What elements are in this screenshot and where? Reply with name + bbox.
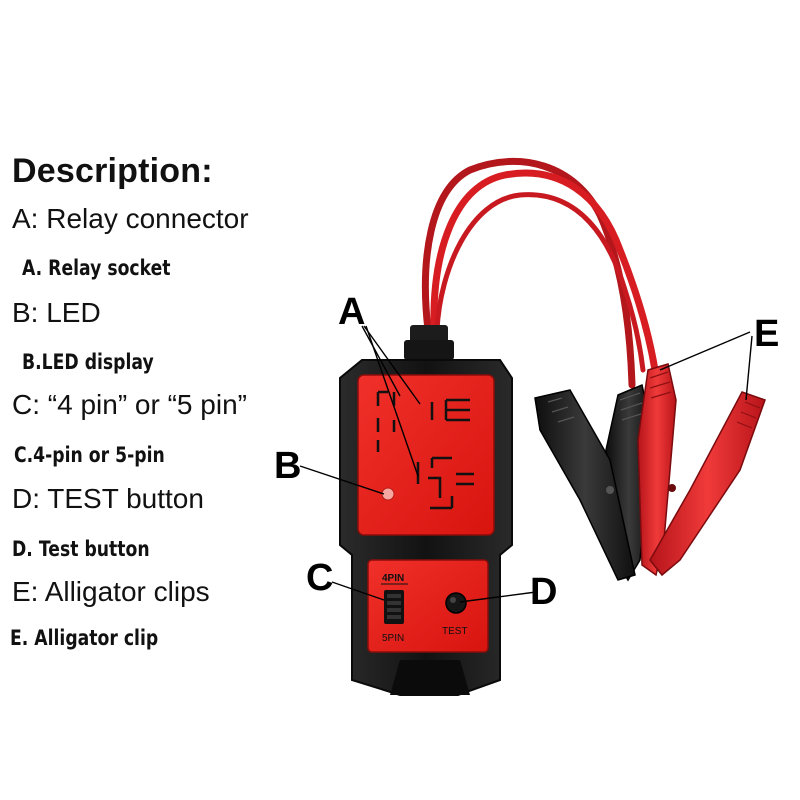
description-item-b-alt: B.LED display (22, 350, 154, 374)
callout-e: E (754, 313, 779, 355)
red-cable-3 (434, 192, 646, 373)
description-item-b: B: LED (12, 297, 101, 328)
description-item-c-alt: C.4-pin or 5-pin (14, 443, 165, 467)
callout-a: A (338, 291, 365, 333)
relay-pin-slots (376, 390, 474, 510)
description-item-a-alt: A. Relay socket (22, 256, 171, 280)
callout-b: B (274, 445, 301, 487)
description-item-a: A: Relay connector (12, 203, 249, 234)
callout-lines (299, 325, 753, 603)
description-item-e-alt: E. Alligator clip (10, 626, 159, 650)
relay-socket-panel (357, 374, 495, 536)
description-panel: Description: A: Relay connector A. Relay… (0, 0, 330, 800)
cable-boot (404, 325, 454, 360)
description-item-d: D: TEST button (12, 483, 204, 514)
callout-c: C (306, 557, 333, 599)
callout-d: D (530, 571, 557, 613)
red-cable-inner (430, 169, 659, 374)
switch-4pin-label: 4PIN (382, 573, 404, 584)
description-item-d-alt: D. Test button (12, 537, 150, 561)
test-button[interactable] (445, 592, 467, 614)
test-button-label: TEST (442, 626, 468, 637)
description-title: Description: (12, 152, 213, 190)
red-cable-outer (421, 157, 636, 389)
description-item-c: C: “4 pin” or “5 pin” (12, 389, 247, 420)
description-item-e: E: Alligator clips (12, 576, 210, 607)
switch-panel: 4PIN 5PIN TEST (367, 559, 489, 653)
cables (421, 157, 659, 389)
switch-5pin-label: 5PIN (382, 633, 404, 644)
black-alligator-clip (534, 383, 653, 582)
red-alligator-clip (637, 363, 766, 577)
